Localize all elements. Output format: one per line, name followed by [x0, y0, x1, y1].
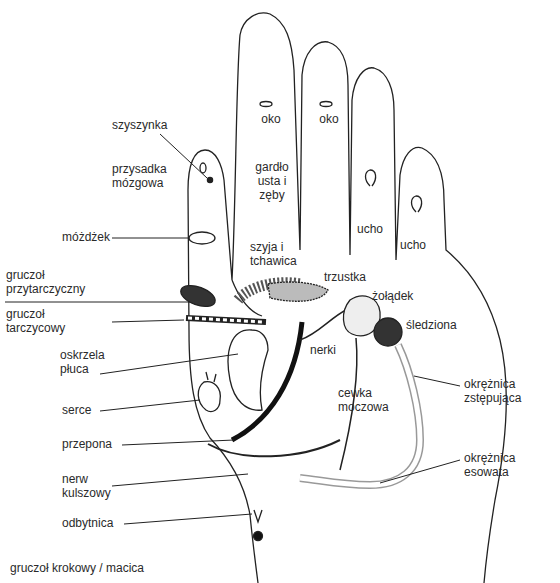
organ-label: cewka moczowa	[338, 386, 398, 414]
organ-label: okrężnica zstępująca	[464, 377, 556, 405]
organ-label: ucho	[400, 238, 434, 252]
leader-line	[414, 376, 460, 386]
kidney-arc	[300, 310, 346, 340]
leader-line	[124, 514, 252, 524]
pituitary-shape	[200, 163, 206, 173]
ear-symbol	[366, 170, 376, 186]
leader-line	[112, 474, 248, 486]
organ-label: ucho	[357, 222, 391, 236]
leader-line	[100, 400, 200, 411]
organ-label: szyszynka	[112, 118, 182, 132]
eye-symbol	[260, 102, 272, 107]
colon-shape	[300, 345, 420, 485]
leader-line	[5, 302, 190, 303]
heart-shape	[198, 372, 220, 412]
prostate-dot	[254, 532, 263, 541]
organ-label: odbytnica	[62, 516, 132, 530]
pancreas-shape	[268, 282, 328, 301]
organ-label: okrężnica esowata	[464, 451, 556, 479]
organ-label: oko	[314, 112, 344, 126]
rectum-shape	[254, 510, 262, 522]
organ-label: żołądek	[372, 289, 432, 303]
leader-line	[112, 238, 188, 239]
organ-label: przysadka mózgowa	[112, 162, 182, 190]
leader-line	[100, 354, 238, 374]
leader-line	[122, 440, 234, 445]
ear-symbol	[412, 196, 422, 212]
diaphragm-line	[232, 322, 302, 440]
organ-label: gruczoł krokowy / macica	[10, 561, 210, 575]
organ-label: trzustka	[324, 270, 384, 284]
organ-label: nerki	[310, 343, 350, 357]
cerebellum-shape	[189, 232, 215, 244]
spleen-shape	[374, 318, 402, 346]
organ-label: śledziona	[406, 318, 476, 332]
leader-line	[160, 134, 207, 178]
thyroid-band	[186, 318, 266, 322]
parathyroid-shape	[178, 281, 218, 310]
colon-inner	[300, 345, 420, 485]
sciatic-line	[208, 440, 340, 456]
organ-label: oskrzela płuca	[60, 348, 120, 376]
organ-label: gruczoł przytarczyczny	[6, 268, 106, 296]
organ-label: serce	[62, 403, 122, 417]
organ-label: oko	[256, 112, 286, 126]
leader-line	[380, 460, 460, 483]
eye-symbol	[320, 102, 332, 107]
thyroid-band-inner	[188, 318, 264, 322]
organ-label: gruczoł tarczycowy	[6, 307, 86, 335]
leader-line	[112, 320, 184, 322]
organ-label: nerw kulszowy	[62, 472, 117, 500]
lungs-shape	[228, 330, 268, 410]
organ-label: gardło usta i zęby	[248, 160, 296, 202]
pineal-dot	[207, 177, 212, 182]
organ-label: móżdżek	[62, 230, 122, 244]
organ-label: szyja i tchawica	[250, 240, 302, 268]
organ-label: przepona	[62, 437, 132, 451]
hand-outline	[188, 13, 506, 583]
